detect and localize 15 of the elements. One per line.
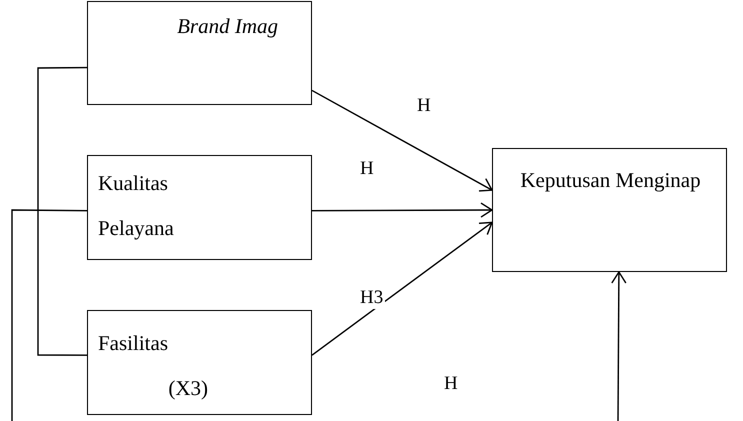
variable-box: [87, 1, 312, 105]
variable-name: Brand Imag: [176, 13, 278, 40]
arrow: [312, 222, 493, 356]
variable-box: [492, 148, 727, 272]
variable-box: [87, 155, 312, 260]
variable-name: Keputusan Menginap: [519, 167, 702, 194]
connector-line: [37, 66, 87, 356]
connector-line: [11, 209, 87, 421]
arrow: [312, 202, 493, 218]
variable-name: Fasilitas (X3): [98, 330, 208, 402]
variable-name: Kualitas Pelayana: [98, 170, 175, 242]
edge-label: H3: [358, 287, 386, 309]
arrow: [611, 271, 627, 421]
arrow: [312, 90, 493, 192]
variable-box: [87, 310, 312, 415]
